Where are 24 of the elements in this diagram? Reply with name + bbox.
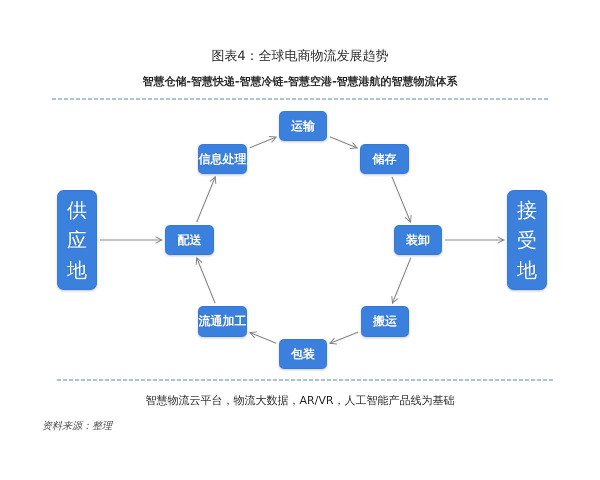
location-box: 接受地 (507, 190, 547, 290)
process-box: 搬运 (361, 306, 409, 337)
process-box: 装卸 (394, 225, 442, 255)
process-box: 流通加工 (198, 306, 247, 337)
arrow (250, 136, 277, 148)
arrow (329, 332, 358, 344)
source-note: 资料来源：整理 (42, 420, 112, 433)
process-box: 包装 (279, 339, 327, 369)
subtitle: 智慧仓储-智慧快递-智慧冷链-智慧空港-智慧港航的智慧物流体系 (142, 74, 458, 89)
title: 图表4：全球电商物流发展趋势 (211, 48, 389, 65)
process-box: 配送 (165, 225, 214, 255)
arrow (249, 331, 276, 344)
arrow (196, 257, 216, 304)
footnote: 智慧物流云平台，物流大数据，AR/VR，人工智能产品线为基础 (145, 393, 455, 408)
process-box: 储存 (360, 144, 409, 174)
process-box: 运输 (279, 111, 327, 141)
arrow (100, 236, 162, 244)
arrow (196, 176, 216, 222)
arrow (391, 258, 412, 304)
arrow (391, 176, 412, 223)
arrow (445, 236, 504, 244)
process-box: 信息处理 (198, 144, 247, 174)
location-box: 供应地 (57, 190, 97, 290)
arrow (330, 136, 358, 150)
